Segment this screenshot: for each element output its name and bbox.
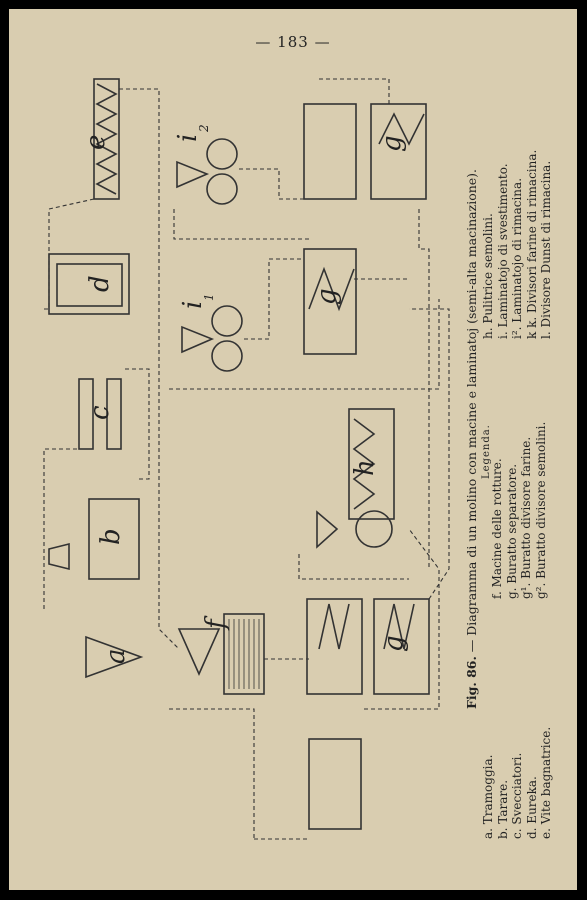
buratto-g-top-b	[370, 103, 427, 200]
label-c: c	[85, 405, 115, 420]
legend-item: h. Pulitrice semolini.	[481, 213, 495, 339]
buratto-g2-a	[306, 598, 363, 695]
tarara-b	[88, 498, 140, 580]
label-g: g	[377, 135, 407, 152]
buratto-g2-b	[373, 598, 430, 695]
label-b: b	[96, 528, 126, 545]
legend-item: f. Macine delle rotture.	[490, 458, 504, 599]
pulitrice-h	[348, 408, 395, 520]
legend-column-1: a. Tramoggia. b. Tarare. c. Svecciatori.…	[481, 727, 554, 839]
buratto-g-top-a	[303, 103, 357, 200]
roller-i1-a	[211, 305, 243, 337]
legend-column-3: h. Pulitrice semolini. i. Laminatojo di …	[481, 150, 554, 339]
legend-item: i. Laminatojo di svestimento.	[495, 163, 510, 339]
label-i1: i	[178, 301, 208, 309]
legend-item: g. Buratto separatore.	[504, 463, 519, 599]
book-page: — 183 —	[9, 9, 577, 890]
page-number: — 183 —	[255, 33, 331, 51]
label-g2: g	[379, 635, 409, 652]
svecciatore-c1	[78, 378, 94, 450]
macina-f	[177, 628, 221, 676]
label-g1: g	[312, 288, 342, 305]
legend-column-2: f. Macine delle rotture. g. Buratto sepa…	[490, 422, 548, 599]
legend-item: e. Vite bagnatrice.	[539, 726, 553, 839]
caption-text: — Diagramma di un molino con macine e la…	[464, 168, 479, 653]
hopper-a	[85, 635, 144, 679]
label-e: e	[81, 135, 111, 150]
legend-item: a. Tramoggia.	[481, 754, 495, 839]
legend-item: g¹. Buratto divisore farine.	[519, 436, 533, 599]
buratto-g1	[303, 248, 357, 355]
label-h: h	[350, 459, 380, 476]
figure-number: Fig. 86.	[464, 656, 479, 709]
screw-conveyor-e	[93, 78, 120, 200]
legend-item: i². Laminatojo di rimacina.	[510, 177, 524, 339]
label-f: f	[201, 615, 231, 631]
legend-item: k k. Divisori farine di rimacina.	[524, 149, 539, 339]
legend-item: g². Buratto divisore semolini.	[533, 421, 548, 599]
roller-i2-a	[206, 138, 238, 170]
legend-item: b. Tarare.	[495, 779, 510, 839]
legend-item: d. Eureka.	[524, 776, 539, 839]
svecciatore-c2	[106, 378, 122, 450]
legend-item: l. Divisore Dunst di rimacina.	[539, 160, 553, 339]
label-d: d	[85, 275, 115, 292]
legend-item: c. Svecciatori.	[510, 752, 524, 839]
buratto-g-bottom	[308, 738, 362, 830]
label-i1-sub: 1	[202, 293, 216, 301]
label-i2: i	[173, 134, 203, 142]
label-a: a	[101, 648, 131, 664]
figure-caption: Fig. 86. — Diagramma di un molino con ma…	[464, 169, 479, 709]
mill-diagram: a e d c b f g g g h i 1 i 2	[43, 78, 450, 840]
label-i2-sub: 2	[197, 124, 211, 133]
